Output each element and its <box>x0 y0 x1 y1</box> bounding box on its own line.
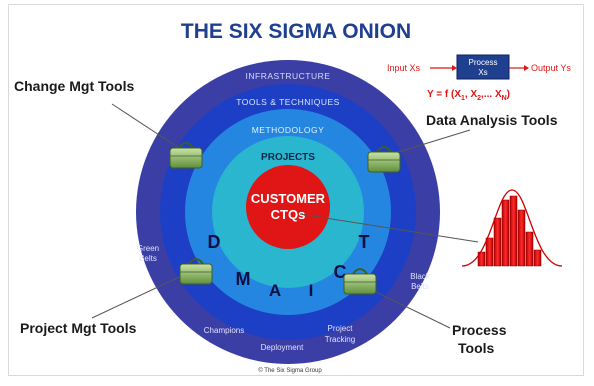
histogram-bar <box>501 199 510 267</box>
formula-mid-1: , X <box>465 89 478 100</box>
callout-data-analysis-tools: Data Analysis Tools <box>426 112 558 128</box>
ring-label-infrastructure: INFRASTRUCTURE <box>246 71 331 81</box>
process-input-label: Input Xs <box>387 63 421 73</box>
role-project-tracking-line2: Tracking <box>325 335 355 344</box>
histogram-bar <box>493 217 502 267</box>
process-box-label-line2: Xs <box>478 68 487 77</box>
toolbag-icon-data-analysis <box>367 146 401 173</box>
formula-sub-1: 1 <box>461 95 465 102</box>
toolbag-icon-change-mgt <box>169 142 203 169</box>
dmaic-letter-m: M <box>236 269 251 289</box>
leader-ctq-distribution <box>299 213 479 243</box>
leader-data-analysis <box>391 129 471 155</box>
histogram-bar <box>517 209 526 267</box>
callout-project-mgt-tools: Project Mgt Tools <box>20 320 137 336</box>
histogram-bar <box>485 237 494 267</box>
dmaic-letter-d: D <box>208 232 221 252</box>
leader-change-mgt <box>111 103 183 151</box>
role-deployment: Deployment <box>261 343 304 352</box>
ctq-histogram <box>461 189 563 267</box>
process-box-label-line1: Process <box>469 58 498 67</box>
dmaic-letter-i: I <box>309 281 314 300</box>
histogram-bar <box>525 231 534 267</box>
footer-credit: © The Six Sigma Group <box>258 367 322 374</box>
toolbag-icon-project-mgt <box>179 258 213 285</box>
core-label-customer: CUSTOMER <box>251 191 326 206</box>
figure-border <box>8 4 584 376</box>
callout-process-tools-line1: Process <box>452 322 507 338</box>
ring-label-tools-techniques: TOOLS & TECHNIQUES <box>236 97 340 107</box>
process-formula: Y = f (X1, X2,... XN) <box>427 89 510 102</box>
process-output-label: Output Ys <box>531 63 571 73</box>
diagram-title: THE SIX SIGMA ONION <box>181 20 411 43</box>
role-black-belts-line2: Belts <box>411 282 429 291</box>
formula-sub-2: 2 <box>477 95 481 102</box>
dmaic-letter-t: T <box>359 232 370 252</box>
dmaic-letter-a: A <box>269 281 281 300</box>
ring-label-methodology: METHODOLOGY <box>252 125 325 135</box>
role-green-belts-line2: Belts <box>139 254 157 263</box>
leader-process-tools <box>371 289 451 329</box>
leader-project-mgt <box>91 271 191 319</box>
ring-label-projects: PROJECTS <box>261 152 315 163</box>
formula-mid-2: ,... X <box>481 89 502 100</box>
role-black-belts-line1: Black <box>410 272 431 281</box>
toolbag-icon-process <box>343 268 377 295</box>
callout-change-mgt-tools: Change Mgt Tools <box>14 78 135 94</box>
process-output-arrowhead <box>524 65 529 71</box>
histogram-bar <box>533 249 542 267</box>
callout-process-tools-line2: Tools <box>458 340 495 356</box>
role-project-tracking-line1: Project <box>328 324 354 333</box>
process-input-arrowhead <box>452 65 457 71</box>
role-green-belts-line1: Green <box>137 244 159 253</box>
formula-start: Y = f (X <box>427 89 461 100</box>
histogram-bar <box>477 251 486 267</box>
core-customer-ctqs <box>246 165 330 249</box>
process-box <box>456 54 510 80</box>
role-champions: Champions <box>204 326 244 335</box>
dmaic-letter-c: C <box>334 262 347 282</box>
core-label-ctqs: CTQs <box>271 207 306 222</box>
formula-end: ) <box>507 89 510 100</box>
normal-curve <box>461 189 563 267</box>
formula-sub-n: N <box>502 95 507 102</box>
histogram-bar <box>509 195 518 267</box>
